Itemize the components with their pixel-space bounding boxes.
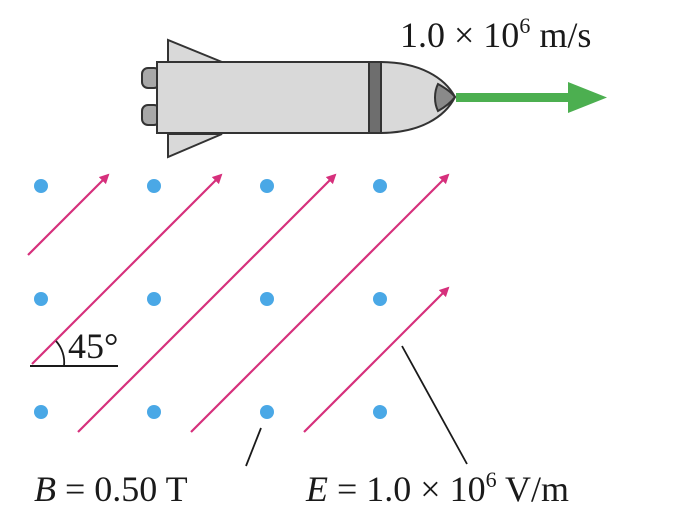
rocket-bottom-fin [167, 133, 223, 159]
e-field-arrow [77, 173, 337, 433]
rocket-nose-tip [434, 82, 457, 113]
angle-indicator: 45° [30, 326, 118, 367]
rocket-body [156, 61, 457, 134]
e-field-arrows [27, 173, 450, 433]
rocket-band [368, 61, 382, 134]
b-field-dot [34, 405, 48, 419]
velocity-arrow [456, 82, 607, 113]
angle-arc [55, 340, 66, 367]
b-field-dot [147, 179, 161, 193]
b-field-dot [34, 292, 48, 306]
b-field-dot [373, 292, 387, 306]
rocket-top-fin [167, 38, 223, 63]
angle-label: 45° [68, 326, 118, 366]
e-label-leader [401, 345, 468, 465]
e-field-arrow [303, 286, 450, 433]
e-field-label: E = 1.0 × 106 V/m [305, 467, 569, 508]
b-field-dot [260, 292, 274, 306]
b-field-dots [34, 179, 387, 419]
b-field-dot [373, 405, 387, 419]
e-field-arrow [190, 173, 450, 433]
b-field-dot [147, 292, 161, 306]
b-field-dot [373, 179, 387, 193]
e-field-arrow [27, 173, 110, 256]
velocity-arrow-shaft [456, 93, 572, 102]
e-field-arrow [31, 173, 223, 365]
b-field-dot [147, 405, 161, 419]
velocity-label: 1.0 × 106 m/s [400, 13, 591, 55]
velocity-arrow-head [568, 82, 607, 113]
b-field-label: B = 0.50 T [34, 469, 188, 508]
b-label-leader [245, 427, 262, 467]
b-field-dot [260, 405, 274, 419]
b-field-dot [34, 179, 48, 193]
rocket [141, 38, 457, 159]
b-field-dot [260, 179, 274, 193]
